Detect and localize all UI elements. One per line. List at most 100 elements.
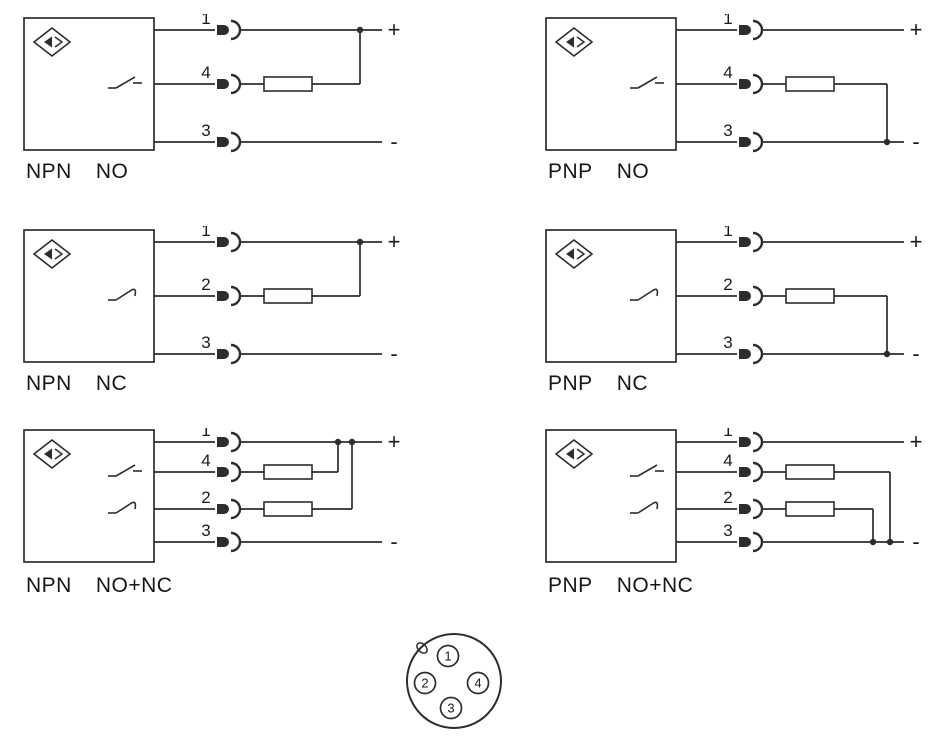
sensor-body <box>545 429 677 563</box>
pin-number: 4 <box>723 451 732 470</box>
sensor-body <box>545 17 677 151</box>
load-resistor <box>785 464 835 480</box>
no-contact-icon <box>630 464 664 477</box>
plug-icon <box>739 19 764 41</box>
diagram-svg: 1 +4 3 - <box>545 14 923 154</box>
nc-contact-icon <box>108 501 137 514</box>
pin-number: 4 <box>201 63 210 82</box>
no-contact-icon <box>630 76 664 89</box>
diagram-caption: NPN NC <box>26 372 408 396</box>
terminal-minus: - <box>390 529 397 554</box>
plug-icon <box>739 431 764 453</box>
diagram-pnp-no: 1 +4 3 - PNP NO <box>540 14 930 184</box>
sensor-type-label: PNP <box>548 160 593 183</box>
plug-icon <box>739 231 764 253</box>
connector-pin-number: 4 <box>474 676 481 691</box>
diagram-svg: 1+423- <box>545 428 923 563</box>
connector-pin-number: 3 <box>447 701 454 716</box>
pin-number: 3 <box>723 333 732 352</box>
terminal-minus: - <box>912 529 919 554</box>
load-resistor <box>263 464 313 480</box>
load-resistor <box>263 288 313 304</box>
output-logic-label: NC <box>616 372 649 395</box>
terminal-plus: + <box>388 17 401 42</box>
terminal-plus: + <box>910 429 923 454</box>
proximity-sensor-icon <box>32 238 72 270</box>
plug-icon <box>217 461 242 483</box>
pin-number: 1 <box>723 226 732 240</box>
proximity-sensor-icon <box>554 238 594 270</box>
sensor-body <box>23 229 155 363</box>
sensor-body <box>23 17 155 151</box>
plug-icon <box>217 131 242 153</box>
output-logic-label: NC <box>95 372 128 395</box>
diagram-svg: 1+423- <box>23 428 401 563</box>
plug-icon <box>739 343 764 365</box>
diagram-caption: PNP NO+NC <box>548 574 930 598</box>
output-logic-label: NO <box>95 160 129 183</box>
sensor-type-label: NPN <box>26 160 72 183</box>
plug-icon <box>739 531 764 553</box>
pin-number: 3 <box>723 121 732 140</box>
connector-pin-number: 2 <box>421 676 428 691</box>
junction-dot <box>356 238 364 246</box>
terminal-plus: + <box>388 229 401 254</box>
connector-pin-circle <box>466 671 490 695</box>
terminal-minus: - <box>912 341 919 366</box>
pin-number: 3 <box>201 333 210 352</box>
plug-icon <box>739 498 764 520</box>
nc-contact-icon <box>630 288 659 301</box>
no-contact-icon <box>108 464 142 477</box>
plug-icon <box>217 285 242 307</box>
load-resistor <box>263 501 313 517</box>
output-logic-label: NO+NC <box>616 574 694 597</box>
proximity-sensor-icon <box>32 438 72 470</box>
plug-icon <box>739 73 764 95</box>
diagram-svg: 1+43- <box>23 14 401 154</box>
plug-icon <box>739 285 764 307</box>
diagram-caption: NPN NO+NC <box>26 574 408 598</box>
pin-number: 1 <box>723 14 732 28</box>
connector-pin-circle <box>413 671 437 695</box>
pin-number: 3 <box>201 121 210 140</box>
load-resistor <box>785 76 835 92</box>
load-resistor <box>785 288 835 304</box>
plug-icon <box>739 131 764 153</box>
connector-pinout-svg: 1 2 4 3 <box>406 633 502 729</box>
sensor-type-label: NPN <box>26 574 72 597</box>
connector-housing <box>406 633 502 729</box>
terminal-plus: + <box>910 17 923 42</box>
sensor-type-label: PNP <box>548 574 593 597</box>
load-resistor <box>263 76 313 92</box>
pin-number: 1 <box>201 226 210 240</box>
output-logic-label: NO+NC <box>95 574 173 597</box>
plug-icon <box>217 19 242 41</box>
nc-contact-icon <box>108 288 137 301</box>
pin-number: 1 <box>723 428 732 440</box>
terminal-minus: - <box>912 129 919 154</box>
load-resistor <box>785 501 835 517</box>
sensor-type-label: PNP <box>548 372 593 395</box>
pin-number: 2 <box>201 275 210 294</box>
sensor-type-label: NPN <box>26 372 72 395</box>
diagram-caption: PNP NO <box>548 160 930 184</box>
sensor-body <box>23 429 155 563</box>
junction-dot <box>348 438 356 446</box>
proximity-sensor-icon <box>32 26 72 58</box>
junction-dot <box>356 26 364 34</box>
pin-number: 2 <box>201 488 210 507</box>
pin-number: 4 <box>723 63 732 82</box>
proximity-sensor-icon <box>554 26 594 58</box>
sensor-body <box>545 229 677 363</box>
output-logic-label: NO <box>616 160 650 183</box>
nc-contact-icon <box>630 501 659 514</box>
connector-pin-number: 1 <box>444 649 451 664</box>
terminal-plus: + <box>388 429 401 454</box>
diagram-caption: PNP NC <box>548 372 930 396</box>
pin-number: 1 <box>201 428 210 440</box>
